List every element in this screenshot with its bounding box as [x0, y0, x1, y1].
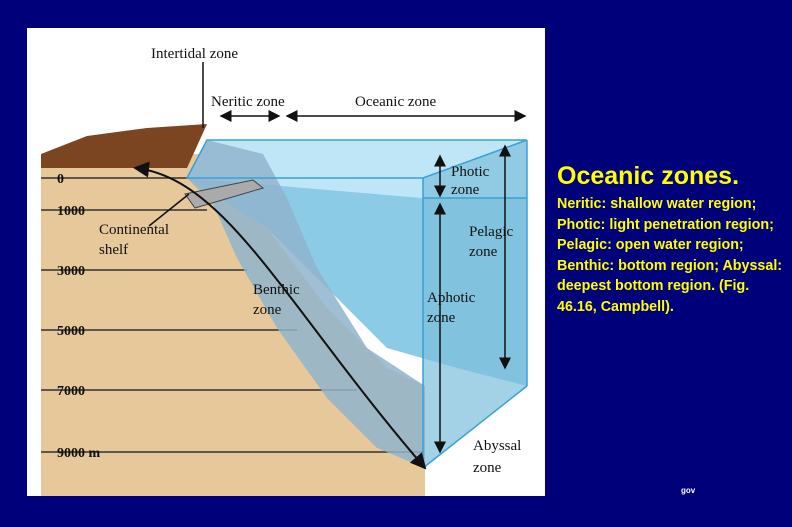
benthic-zone-label-line2: zone — [253, 302, 282, 318]
intertidal-zone-label: Intertidal zone — [151, 46, 238, 62]
aphotic-zone-label-line2: zone — [427, 310, 456, 326]
footnote: gov — [681, 486, 696, 495]
ocean-zones-diagram: Intertidal zone Neritic zone Oceanic zon… — [27, 28, 545, 496]
depth-label-1000: 1000 — [57, 204, 85, 219]
caption-body: Neritic: shallow water region; Photic: l… — [557, 196, 783, 315]
depth-label-3000: 3000 — [57, 264, 85, 279]
shelf-pointer — [148, 193, 190, 227]
neritic-zone-label: Neritic zone — [211, 94, 285, 110]
depth-label-9000: 9000 m — [57, 446, 101, 461]
benthic-arrow — [133, 161, 427, 470]
continental-shelf-label-line1: Continental — [99, 222, 169, 238]
depth-label-7000: 7000 — [57, 384, 85, 399]
land-surface — [41, 124, 207, 168]
aphotic-zone-label-line1: Aphotic — [427, 290, 476, 306]
benthic-zone-label-line1: Benthic — [253, 282, 300, 298]
continental-shelf-label-line2: shelf — [99, 242, 128, 258]
caption-title: Oceanic zones. — [557, 162, 740, 190]
abyssal-zone-label-line2: zone — [473, 460, 502, 476]
pelagic-zone-label-line1: Pelagic — [469, 224, 513, 240]
depth-label-0: 0 — [57, 172, 64, 187]
depth-label-5000: 5000 — [57, 324, 85, 339]
oceanic-zone-label: Oceanic zone — [355, 94, 437, 110]
ocean-zones-illustration: Intertidal zone Neritic zone Oceanic zon… — [41, 46, 528, 496]
photic-zone-label-line2: zone — [451, 182, 480, 198]
caption: Oceanic zones. Neritic: shallow water re… — [557, 160, 787, 317]
abyssal-zone-label-line1: Abyssal — [473, 438, 521, 454]
photic-zone-label-line1: Photic — [451, 164, 490, 180]
pelagic-zone-label-line2: zone — [469, 244, 498, 260]
